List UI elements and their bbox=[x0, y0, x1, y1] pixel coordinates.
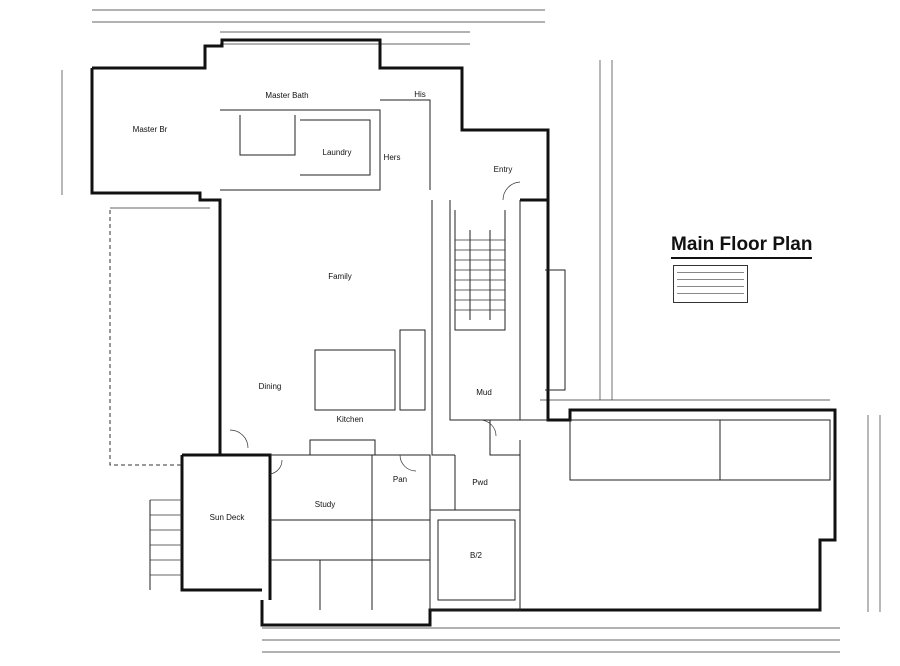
room-entry: Entry bbox=[494, 165, 513, 174]
room-pwd: Pwd bbox=[472, 478, 488, 487]
room-hers: Hers bbox=[384, 153, 401, 162]
room-master-bath: Master Bath bbox=[265, 91, 308, 100]
room-family: Family bbox=[328, 272, 352, 281]
exterior-walls bbox=[90, 38, 837, 627]
room-sun-deck: Sun Deck bbox=[210, 513, 246, 522]
room-kitchen: Kitchen bbox=[337, 415, 364, 424]
plan-title: Main Floor Plan bbox=[671, 234, 813, 259]
area-table bbox=[673, 265, 748, 303]
interior-walls bbox=[220, 99, 831, 611]
room-dining: Dining bbox=[259, 382, 282, 391]
room-mud: Mud bbox=[476, 388, 492, 397]
stairs bbox=[149, 230, 505, 590]
room-his: His bbox=[414, 90, 426, 99]
door-swings bbox=[229, 181, 521, 475]
roof-overhang bbox=[109, 210, 182, 466]
room-b2: B/2 bbox=[470, 551, 483, 560]
dimension-lines bbox=[61, 9, 881, 653]
room-master-br: Master Br bbox=[133, 125, 168, 134]
room-study: Study bbox=[315, 500, 335, 509]
room-pan: Pan bbox=[393, 475, 407, 484]
room-laundry: Laundry bbox=[323, 148, 352, 157]
room-labels: Master Br Master Bath His Hers Laundry E… bbox=[133, 90, 513, 560]
